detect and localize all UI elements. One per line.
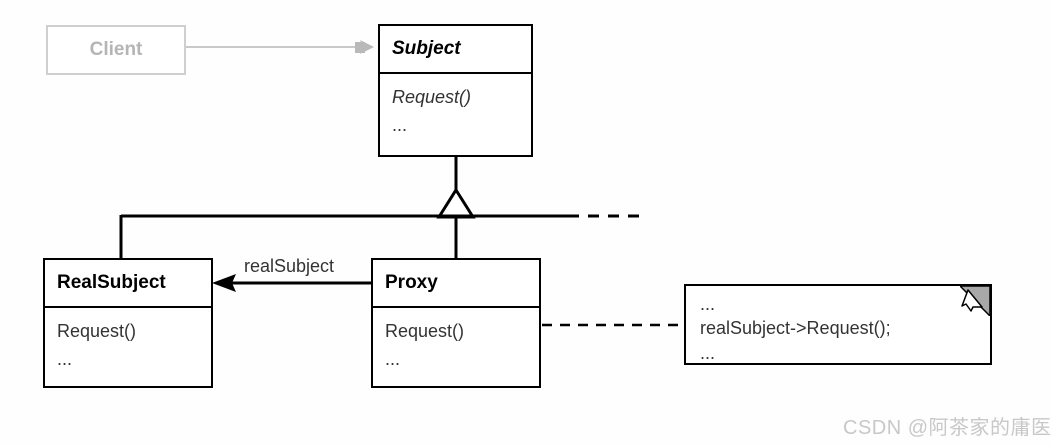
uml-class-client[interactable]: Client <box>46 25 186 75</box>
uml-member-realsubject-request: Request() <box>57 321 137 341</box>
edge-client-to-subject <box>186 40 374 54</box>
uml-member-subject-ellipsis: ... <box>392 114 408 135</box>
uml-member-subject-request: Request() <box>392 87 472 107</box>
csdn-watermark: CSDN @阿茶家的庸医 <box>843 417 1051 439</box>
note-fold-corner-icon <box>960 286 990 316</box>
uml-member-realsubject-ellipsis: ... <box>57 348 73 369</box>
uml-member-proxy-ellipsis: ... <box>385 348 401 369</box>
edge-proxy-realsubject <box>212 274 371 292</box>
uml-class-subject-title: Subject <box>392 38 461 59</box>
uml-class-proxy-divider <box>373 306 539 308</box>
uml-class-realsubject-title: RealSubject <box>57 272 166 293</box>
uml-class-proxy[interactable]: Proxy Request() ... <box>371 258 541 388</box>
edge-generalization-tree <box>119 156 640 259</box>
uml-note-line-3: ... <box>700 342 716 363</box>
uml-class-subject-divider <box>380 72 531 74</box>
uml-class-realsubject[interactable]: RealSubject Request() ... <box>43 258 213 388</box>
uml-note-body: ... realSubject->Request(); ... <box>686 286 990 365</box>
uml-class-proxy-title: Proxy <box>385 272 438 293</box>
uml-note-proxy-request[interactable]: ... realSubject->Request(); ... <box>684 284 992 365</box>
edge-label-realsubject: realSubject <box>244 256 335 276</box>
uml-class-subject-members: Request() ... <box>380 74 531 140</box>
uml-class-subject[interactable]: Subject Request() ... <box>378 24 533 157</box>
uml-class-proxy-members: Request() ... <box>373 308 539 374</box>
uml-member-proxy-request: Request() <box>385 321 465 341</box>
uml-class-client-title: Client <box>89 39 143 60</box>
uml-note-line-1: ... <box>700 294 716 314</box>
uml-note-line-2: realSubject->Request(); <box>700 318 891 339</box>
uml-class-realsubject-divider <box>45 306 211 308</box>
uml-class-realsubject-members: Request() ... <box>45 308 211 374</box>
